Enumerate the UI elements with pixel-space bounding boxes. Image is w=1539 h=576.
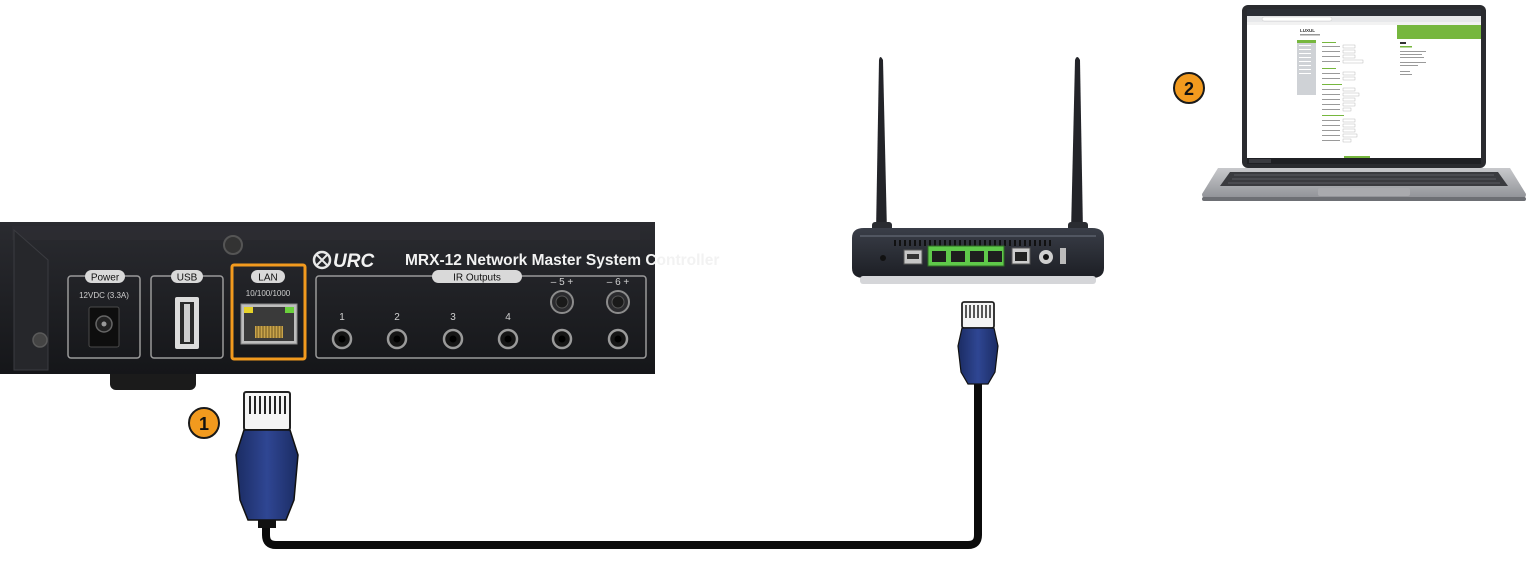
ethernet-plug-icon <box>957 301 999 385</box>
ir-port-label-5: – 5 + <box>551 277 574 288</box>
step-number-1: 1 <box>199 414 209 434</box>
ir-port-label-1: 1 <box>339 312 345 323</box>
mrx12-controller: URC MRX-12 Network Master System Control… <box>0 222 719 390</box>
ir-port-label-6: – 6 + <box>607 277 630 288</box>
ir-outputs-label: IR Outputs <box>453 273 501 284</box>
svg-text:LUXUL: LUXUL <box>1300 28 1315 33</box>
step-badge-1: 1 <box>188 407 220 439</box>
ethernet-plug-icon <box>235 391 299 528</box>
router-icon <box>852 57 1104 284</box>
power-spec: 12VDC (3.3A) <box>79 291 129 300</box>
power-label: Power <box>91 273 120 284</box>
urc-logo: URC <box>312 250 374 272</box>
ir-port-label-4: 4 <box>505 312 511 323</box>
laptop-icon: LUXUL <box>1202 5 1526 201</box>
logo-text: URC <box>333 251 374 272</box>
lan-section: LAN 10/100/1000 <box>230 263 307 361</box>
ethernet-cable <box>262 376 982 549</box>
lan-spec: 10/100/1000 <box>246 289 291 298</box>
device-title: MRX-12 Network Master System Controller <box>405 252 719 269</box>
usb-label: USB <box>177 273 198 284</box>
step-number-2: 2 <box>1184 79 1194 99</box>
ir-port-label-2: 2 <box>394 312 400 323</box>
ir-outputs-section: IR Outputs 1 2 3 4 – 5 + – 6 + <box>315 270 647 359</box>
usb-section: USB <box>150 270 224 359</box>
ir-port-label-3: 3 <box>450 312 456 323</box>
power-section: Power 12VDC (3.3A) <box>67 270 141 359</box>
lan-label: LAN <box>258 273 277 284</box>
step-badge-2: 2 <box>1173 72 1205 104</box>
